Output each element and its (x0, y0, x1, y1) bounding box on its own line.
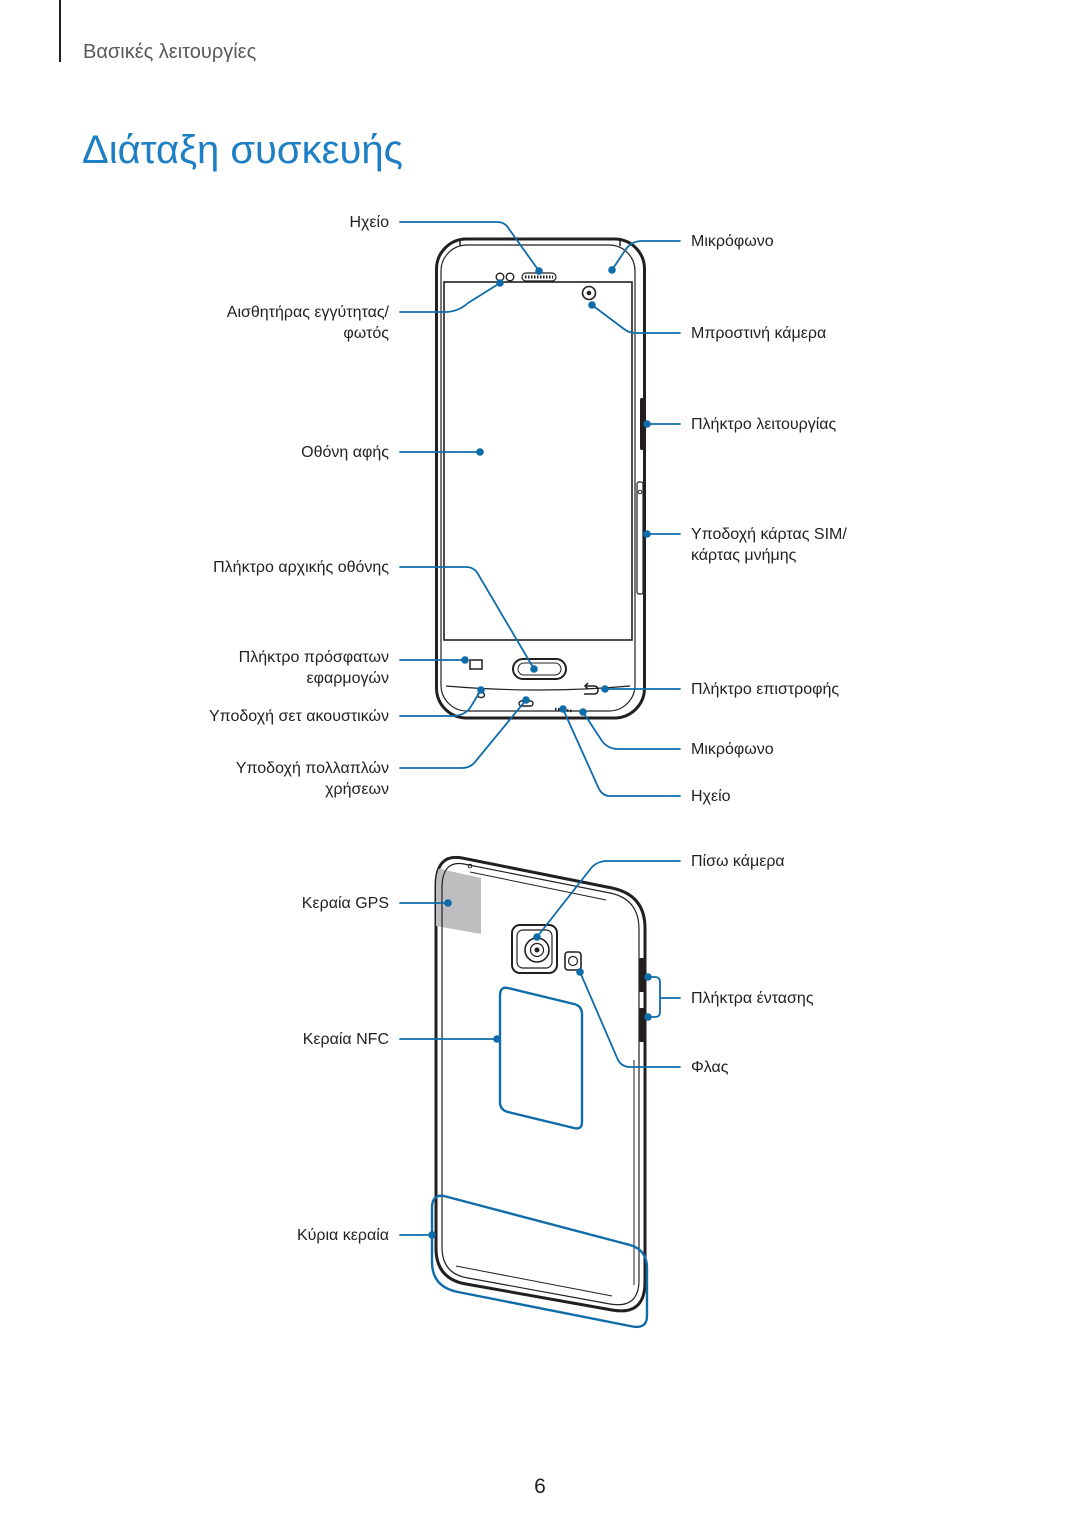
leader-line-bottom-microphone (582, 711, 681, 750)
leader-line-rear-camera (536, 860, 681, 938)
leader-dot-rear-camera (533, 933, 541, 941)
front-view (435, 237, 646, 720)
back-top-antenna-band (469, 871, 607, 901)
label-home-key: Πλήκτρο αρχικής οθόνης (213, 559, 389, 576)
label-proximity-sensor-line2: φωτός (343, 325, 389, 342)
nfc-antenna-area (498, 986, 584, 1130)
label-earpiece-speaker: Ηχείο (349, 214, 389, 231)
recents-key-icon (469, 659, 483, 670)
label-sim-card-tray-line1: Υποδοχή κάρτας SIM/ (691, 526, 847, 543)
label-front-camera: Μπροστινή κάμερα (691, 325, 826, 342)
label-volume-keys: Πλήκτρα έντασης (691, 990, 814, 1007)
flash-lens (567, 955, 579, 967)
label-recents-key-line1: Πλήκτρο πρόσφατων (239, 649, 389, 666)
front-leader-lines (399, 221, 681, 797)
label-sim-card-tray-line2: κάρτας μνήμης (691, 547, 797, 564)
leader-dot-top-microphone (608, 266, 616, 274)
back-top-microphone-hole (467, 863, 473, 869)
leader-line-multipurpose-jack (399, 699, 527, 769)
front-camera-lens (586, 290, 592, 296)
leader-dot-recents-key (461, 656, 469, 664)
leader-dot-proximity-sensor (496, 279, 504, 287)
back-right-labels: Πίσω κάμερα Πλήκτρα έντασης Φλας (691, 853, 814, 1076)
leader-dot-front-camera (588, 301, 596, 309)
label-touchscreen: Οθόνη αφής (301, 444, 389, 461)
label-gps-antenna: Κεραία GPS (302, 895, 389, 912)
leader-dot-multipurpose-jack (522, 696, 530, 704)
label-nfc-antenna: Κεραία NFC (303, 1031, 389, 1048)
volume-key-down (639, 1008, 645, 1042)
leader-line-proximity-sensor (399, 282, 501, 313)
leader-dot-gps-antenna (444, 899, 452, 907)
back-view (430, 855, 649, 1329)
label-recents-key-line2: εφαρμογών (307, 670, 389, 687)
touchscreen (443, 281, 633, 641)
leader-line-front-camera (591, 304, 681, 334)
label-bottom-microphone: Μικρόφωνο (691, 741, 774, 758)
leader-dot-home-key (530, 665, 538, 673)
leader-dot-flash (576, 968, 584, 976)
main-antenna-area (430, 1194, 649, 1329)
label-flash: Φλας (691, 1059, 729, 1076)
light-sensor (505, 272, 515, 282)
power-key (640, 398, 645, 450)
label-proximity-sensor-line1: Αισθητήρας εγγύτητας/ (227, 304, 390, 321)
label-headset-jack: Υποδοχή σετ ακουστικών (209, 708, 389, 725)
label-rear-camera: Πίσω κάμερα (691, 853, 785, 870)
leader-dot-touchscreen (476, 448, 484, 456)
back-leader-lines (399, 860, 681, 1239)
label-back-key: Πλήκτρο επιστροφής (691, 681, 839, 698)
label-top-microphone: Μικρόφωνο (691, 233, 774, 250)
front-phone-body (435, 237, 646, 720)
leader-dot-bottom-microphone (579, 708, 587, 716)
leader-dot-power-key (643, 420, 651, 428)
leader-bracket-volume-keys (647, 976, 681, 1018)
back-bottom-antenna-band (455, 1265, 613, 1297)
flash (564, 951, 582, 971)
leader-dot-sim-card-tray (643, 530, 651, 538)
front-right-labels: Μικρόφωνο Μπροστινή κάμερα Πλήκτρο λειτο… (691, 233, 847, 805)
label-power-key: Πλήκτρο λειτουργίας (691, 416, 837, 433)
leader-dot-earpiece-speaker (535, 267, 543, 275)
home-key (512, 658, 567, 680)
section-title: Βασικές λειτουργίες (83, 41, 257, 63)
leader-dot-volume-key-down (644, 1013, 652, 1021)
page-number: 6 (534, 1475, 546, 1498)
leader-line-home-key (399, 566, 535, 670)
leader-dot-main-antenna (428, 1231, 436, 1239)
header-rule (59, 0, 61, 62)
sim-eject-hole (637, 489, 643, 495)
leader-dot-back-key (601, 685, 609, 693)
label-loudspeaker: Ηχείο (691, 788, 731, 805)
gps-antenna-area (436, 868, 481, 934)
rear-camera-bezel (516, 929, 553, 969)
leader-line-earpiece-speaker (399, 221, 540, 272)
label-main-antenna: Κύρια κεραία (297, 1227, 389, 1244)
sim-card-tray (636, 481, 644, 595)
leader-dot-headset-jack (477, 686, 485, 694)
back-key-icon (583, 682, 599, 695)
rear-camera-lens-inner (529, 942, 545, 958)
leader-dot-loudspeaker (559, 705, 567, 713)
label-multipurpose-jack-line2: χρήσεων (325, 781, 389, 798)
volume-key-up (639, 958, 645, 992)
label-multipurpose-jack-line1: Υποδοχή πολλαπλών (236, 760, 389, 777)
back-inner-edge (441, 862, 640, 1306)
front-camera (581, 285, 597, 301)
rear-camera-module (511, 924, 558, 974)
front-left-labels: Ηχείο Αισθητήρας εγγύτητας/ φωτός Οθόνη … (209, 214, 390, 798)
leader-line-flash (579, 971, 681, 1068)
leader-line-headset-jack (399, 689, 482, 717)
rear-camera-lens-center (534, 947, 540, 953)
leader-dot-volume-key-up (644, 973, 652, 981)
leader-line-top-microphone (611, 240, 681, 271)
home-key-inner (517, 662, 562, 676)
back-left-labels: Κεραία GPS Κεραία NFC Κύρια κεραία (297, 895, 389, 1244)
leader-dot-nfc-antenna (493, 1035, 501, 1043)
page-title: Διάταξη συσκευής (82, 128, 403, 172)
leader-line-loudspeaker (562, 708, 681, 797)
